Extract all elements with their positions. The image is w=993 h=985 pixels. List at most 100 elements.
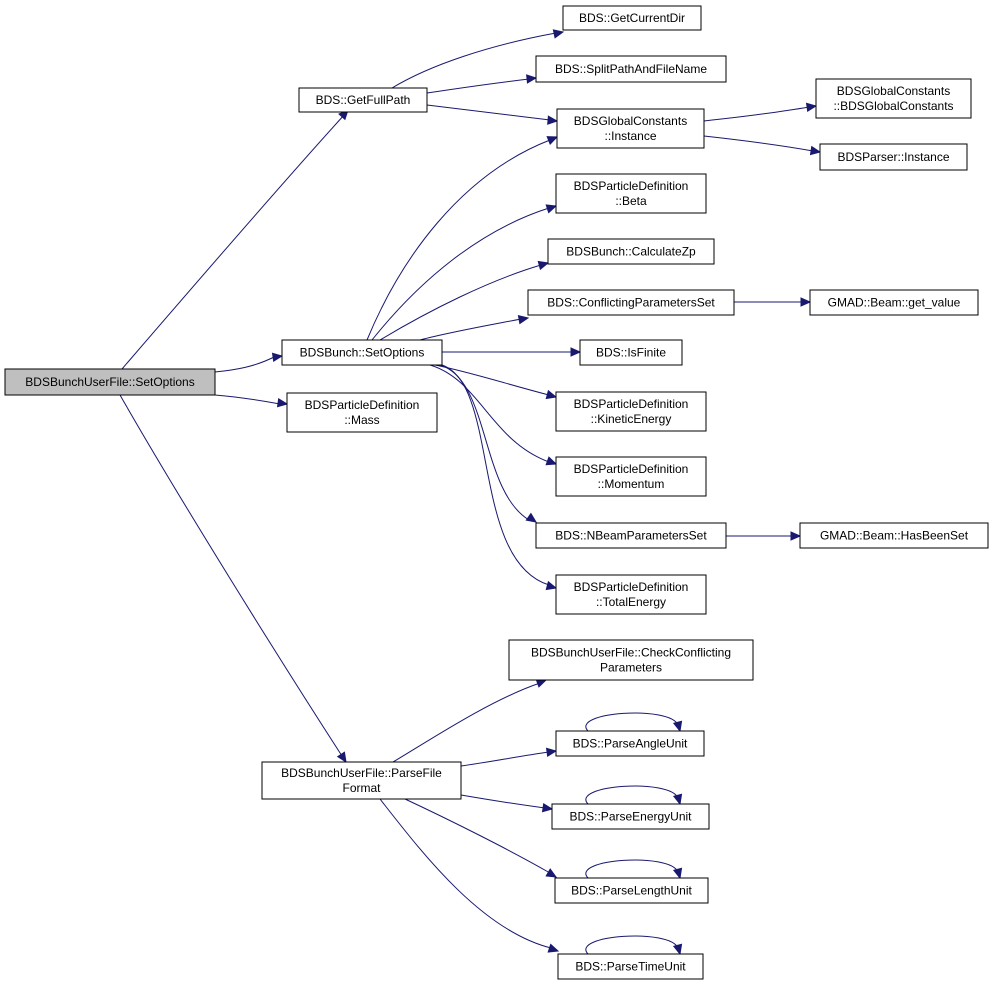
node-energyunit[interactable]: BDS::ParseEnergyUnit [551,803,710,830]
node-box [551,803,710,830]
edge-line [585,785,679,805]
node-label: BDSBunchUserFile::ParseFile [281,766,442,780]
node-label: BDSGlobalConstants [574,114,687,128]
node-box [527,289,735,316]
edge-parsefileformat-to-timeunit [379,798,560,953]
edge-line [119,394,343,757]
node-label: BDS::GetFullPath [316,93,411,107]
edge-line [214,394,281,405]
node-label: BDSParticleDefinition [305,398,420,412]
node-label: BDS::ParseTimeUnit [575,960,686,974]
node-label: BDS::SplitPathAndFileName [555,62,707,76]
node-beta[interactable]: BDSParticleDefinition::Beta [555,173,707,214]
node-label: BDS::GetCurrentDir [579,11,685,25]
edge-bunch_setoptions-to-totalenergy [441,364,558,591]
edge-bunch_setoptions-to-momentum [429,364,558,466]
edge-root-to-bunch_setoptions [214,352,284,373]
node-mass[interactable]: BDSParticleDefinition::Mass [286,392,438,433]
node-root[interactable]: BDSBunchUserFile::SetOptions [4,368,216,396]
edge-line [426,104,551,121]
node-label: ::KineticEnergy [591,412,672,426]
arrowhead-icon [545,747,558,758]
node-box [547,238,715,265]
edge-line [392,682,541,763]
edge-lengthunit-to-lengthunit [585,859,683,880]
node-label: BDS::ParseEnergyUnit [569,810,692,824]
node-label: Format [342,781,381,795]
node-checkconflicting[interactable]: BDSBunchUserFile::CheckConflictingParame… [508,639,754,681]
node-box [4,368,216,396]
node-bunch_setoptions[interactable]: BDSBunch::SetOptions [281,339,443,366]
edge-gc_instance-to-parser_instance [703,135,822,156]
node-lengthunit[interactable]: BDS::ParseLengthUnit [554,877,709,904]
arrowhead-icon [525,512,538,523]
arrowhead-icon [790,531,802,541]
node-nbeam[interactable]: BDS::NBeamParametersSet [535,522,727,549]
node-box [298,87,428,113]
node-label: ::BDSGlobalConstants [833,99,953,113]
edge-line [703,135,814,152]
node-totalenergy[interactable]: BDSParticleDefinition::TotalEnergy [555,574,707,615]
edge-conflicting-to-get_value [734,297,812,307]
edge-bunch_setoptions-to-calczp [379,260,550,341]
node-label: BDS::NBeamParametersSet [555,529,707,543]
node-label: BDSBunchUserFile::CheckConflicting [531,646,731,660]
node-box [286,392,438,433]
node-getcurrentdir[interactable]: BDS::GetCurrentDir [562,5,702,31]
node-box [562,5,702,31]
node-box [261,761,462,800]
edge-line [391,32,557,89]
node-box [535,522,727,549]
node-label: ::Instance [604,129,656,143]
node-gc_ctor[interactable]: BDSGlobalConstants::BDSGlobalConstants [815,78,972,119]
arrowhead-icon [672,867,683,880]
node-gc_instance[interactable]: BDSGlobalConstants::Instance [556,108,705,149]
node-label: BDS::ParseLengthUnit [571,884,692,898]
node-get_value[interactable]: GMAD::Beam::get_value [809,289,979,316]
node-hasbeenset[interactable]: GMAD::Beam::HasBeenSet [799,522,989,549]
node-label: GMAD::Beam::get_value [828,296,961,310]
node-label: BDS::IsFinite [596,346,666,360]
arrowhead-icon [517,314,530,325]
node-box [556,108,705,149]
node-label: BDSParticleDefinition [574,462,689,476]
edge-line [429,364,550,463]
edge-bunch_setoptions-to-conflicting [419,314,530,341]
node-label: BDSBunch::CalculateZp [566,245,696,259]
arrowhead-icon [547,943,560,953]
edge-parsefileformat-to-checkconflicting [392,678,548,763]
node-label: ::TotalEnergy [596,595,666,609]
edge-angleunit-to-angleunit [585,712,683,733]
arrowhead-icon [276,397,289,408]
edge-line [121,113,346,370]
node-label: Parameters [600,661,662,675]
node-isfinite[interactable]: BDS::IsFinite [579,339,683,366]
node-getfullpath[interactable]: BDS::GetFullPath [298,87,428,113]
node-calczp[interactable]: BDSBunch::CalculateZp [547,238,715,265]
node-box [508,639,754,681]
node-label: BDS::ConflictingParametersSet [547,296,715,310]
node-angleunit[interactable]: BDS::ParseAngleUnit [555,730,705,757]
arrowhead-icon [537,260,550,271]
node-parser_instance[interactable]: BDSParser::Instance [819,143,968,171]
node-box [555,574,707,615]
node-box [535,55,727,83]
edge-line [460,751,550,767]
node-timeunit[interactable]: BDS::ParseTimeUnit [557,953,704,980]
node-conflicting[interactable]: BDS::ConflictingParametersSet [527,289,735,316]
edge-timeunit-to-timeunit [585,935,683,956]
node-momentum[interactable]: BDSParticleDefinition::Momentum [555,456,707,497]
arrowhead-icon [805,102,818,113]
node-box [579,339,683,366]
edge-line [379,264,542,341]
edge-line [404,798,551,874]
node-box [281,339,443,366]
edge-bunch_setoptions-to-isfinite [442,347,582,357]
node-label: BDSParticleDefinition [574,580,689,594]
node-kinetic[interactable]: BDSParticleDefinition::KineticEnergy [555,391,707,432]
node-splitpath[interactable]: BDS::SplitPathAndFileName [535,55,727,83]
arrowhead-icon [809,145,822,156]
node-label: BDSGlobalConstants [837,84,950,98]
